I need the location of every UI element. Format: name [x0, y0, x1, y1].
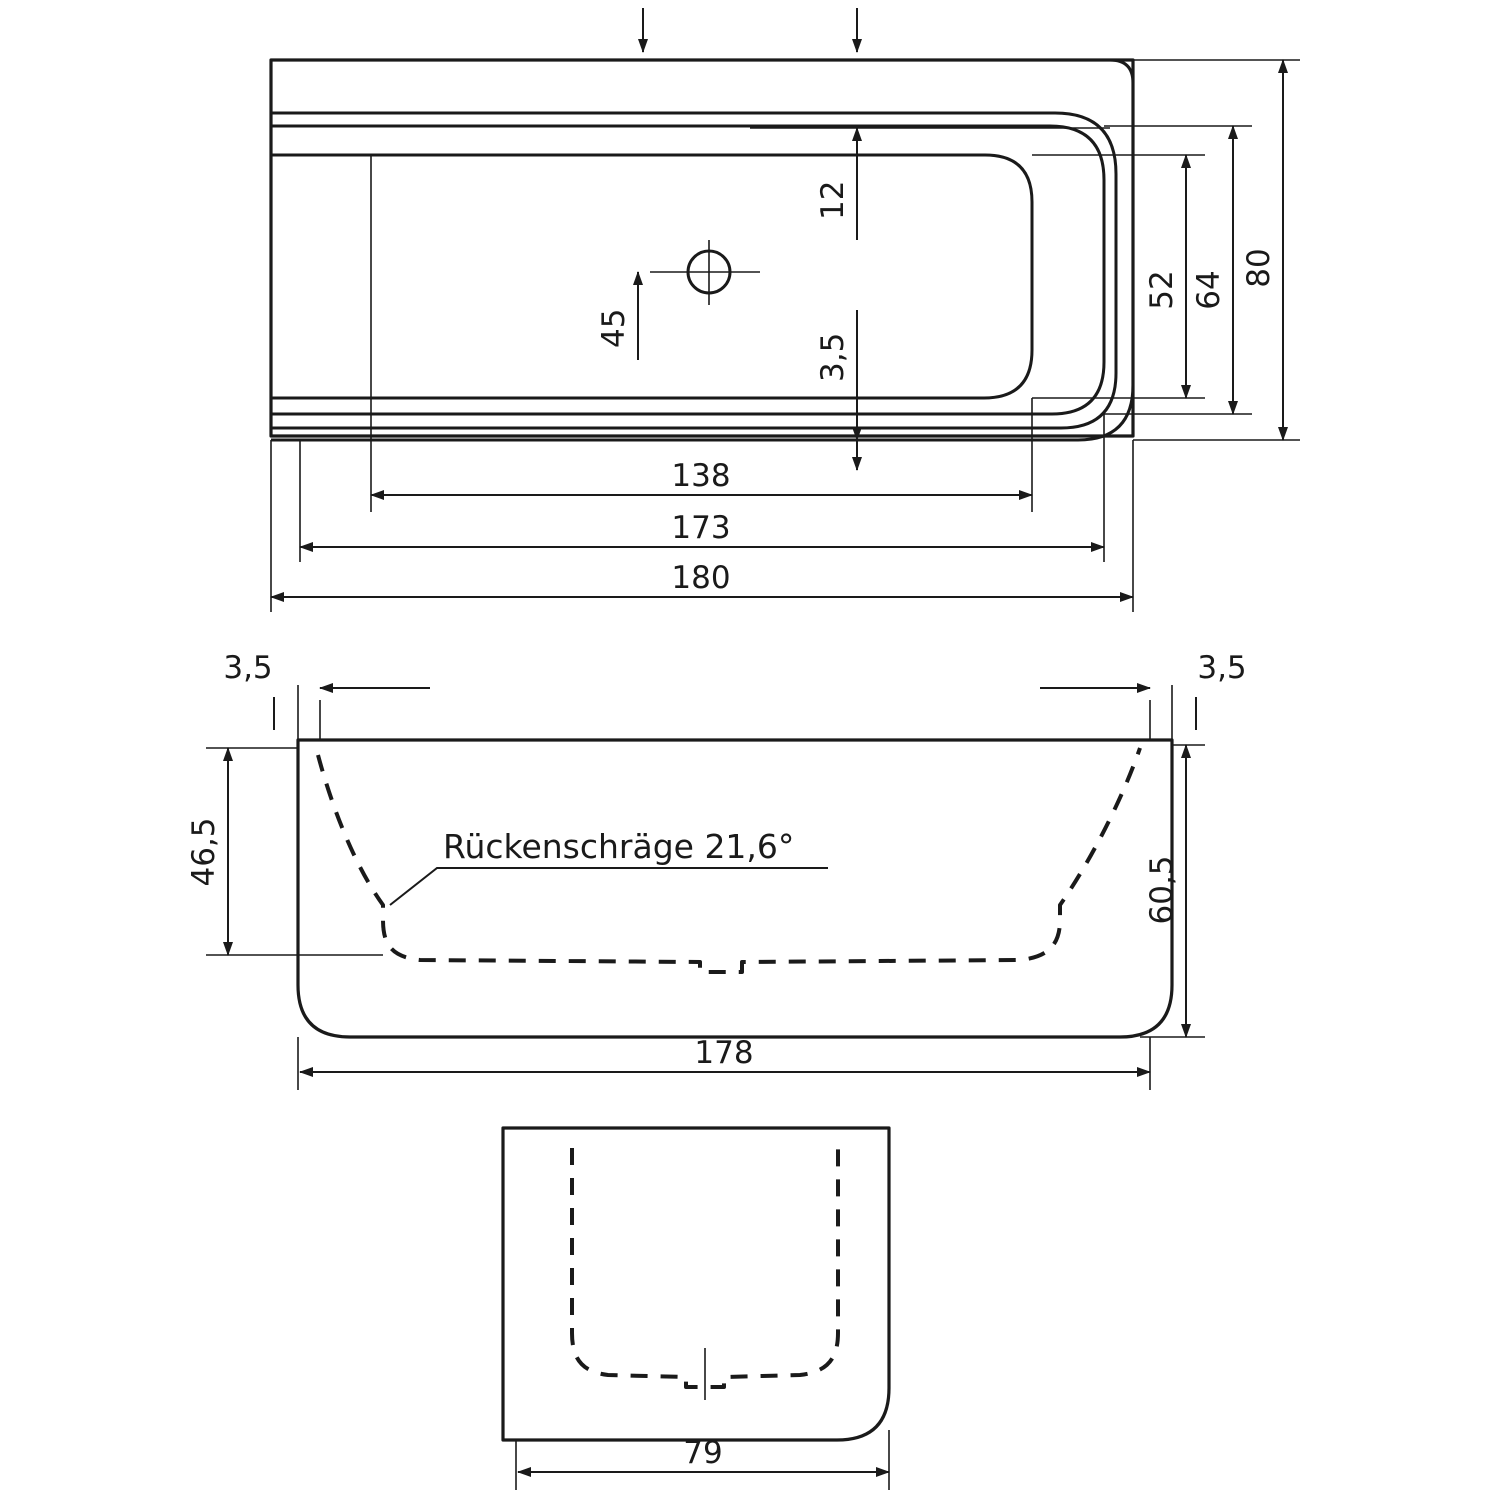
top-view-rim-line-2: [271, 124, 1106, 416]
dim-front-35-right-text: 3,5: [1197, 650, 1246, 686]
top-view: 12 3,5 45 52 64 80: [269, 8, 1300, 612]
side-view: 79: [501, 1126, 891, 1490]
dim-52-text: 52: [1144, 270, 1180, 309]
front-view-outline: [296, 738, 1174, 1039]
rueckenschraege-leader: [389, 867, 828, 906]
dim-12-text: 12: [815, 181, 851, 220]
dim-45-text: 45: [596, 309, 632, 348]
dim-605-text: 60,5: [1144, 855, 1180, 924]
top-view-rim-outer: [271, 58, 1135, 442]
dim-80-text: 80: [1241, 248, 1277, 287]
dim-178-text: 178: [694, 1035, 753, 1071]
top-view-basin-edge: [271, 153, 1034, 400]
front-view-basin-dashed: [316, 747, 1142, 974]
dim-35-top-text: 3,5: [815, 333, 851, 382]
top-view-rim-line-1: [271, 111, 1118, 430]
rueckenschraege-note: Rückenschräge 21,6°: [443, 827, 794, 866]
dim-173-text: 173: [671, 510, 730, 546]
dim-front-35-left-text: 3,5: [223, 650, 272, 686]
dim-79-text: 79: [683, 1435, 722, 1471]
dim-180-text: 180: [671, 560, 730, 596]
dim-138-text: 138: [671, 458, 730, 494]
dim-64-text: 64: [1191, 270, 1227, 309]
top-view-outer-rect: [269, 58, 1135, 438]
front-view: 3,5 3,5 46,5 60,5 178 Rüc: [186, 650, 1247, 1090]
dim-465-text: 46,5: [186, 817, 222, 886]
side-view-outline: [501, 1126, 891, 1442]
